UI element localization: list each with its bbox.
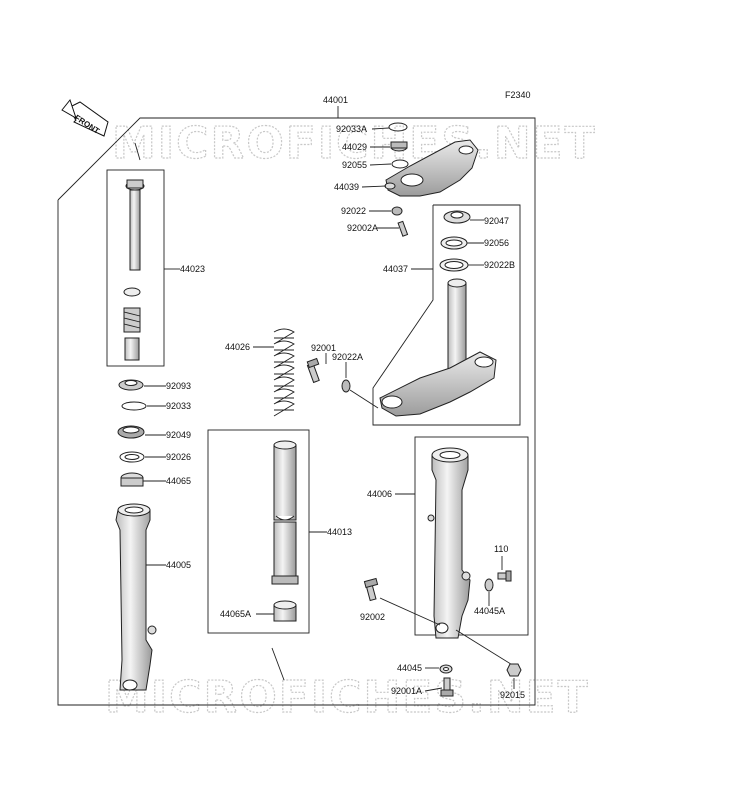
washer-92022B [439,258,469,272]
label-44045A: 44045A [474,606,505,616]
label-44001: 44001 [323,95,348,105]
box-44006 [414,436,529,636]
label-44039: 44039 [334,182,359,192]
washer-44045 [439,664,453,674]
clip-92033 [121,401,147,411]
label-92022: 92022 [341,206,366,216]
outer-tube-44005 [115,503,157,691]
label-44013: 44013 [327,527,352,537]
washer-92022 [391,206,403,216]
washer-92022A [341,379,351,393]
label-44023: 44023 [180,264,205,274]
bolt-92002 [363,577,379,602]
ring-92055 [391,159,409,169]
label-92033: 92033 [166,401,191,411]
label-92001: 92001 [311,343,336,353]
label-110: 110 [494,544,508,554]
stem-box [372,204,521,426]
seal-92056 [440,236,468,250]
washer-92026 [119,451,145,463]
nut-44029 [390,141,408,152]
label-92002: 92002 [360,612,385,622]
label-92022A: 92022A [332,352,363,362]
label-92093: 92093 [166,381,191,391]
box-44013 [207,429,310,634]
upper-bracket [384,139,479,197]
label-44037: 44037 [383,264,408,274]
label-92056: 92056 [484,238,509,248]
bushing-44065 [120,472,144,487]
bolt-92002A [397,220,409,237]
front-arrow-icon: FRONT [61,98,109,137]
stem-44037 [379,278,497,417]
inner-tube-44013 [271,440,299,585]
box-44023 [106,169,165,367]
figure-code: F2340 [505,90,531,100]
label-92047: 92047 [484,216,509,226]
watermark-top: MICROFICHES.NET [112,118,597,169]
bolt-92001 [306,357,320,384]
watermark-bottom: MICROFICHES.NET [105,672,590,723]
seal-92033A [388,122,408,132]
label-92001A: 92001A [391,686,422,696]
label-92026: 92026 [166,452,191,462]
label-92015: 92015 [500,690,525,700]
label-44065A: 44065A [220,609,251,619]
bearing-92047 [443,210,471,224]
label-44026: 44026 [225,342,250,352]
nut-92015 [506,663,522,677]
bolt-110 [497,570,512,582]
outer-tube-44006 [427,447,471,639]
label-44006: 44006 [367,489,392,499]
washer-44045A [484,578,494,592]
label-44045: 44045 [397,663,422,673]
bushing-44065A [273,600,297,622]
bolt-92001A [440,677,454,697]
seal-92049 [117,425,145,439]
cap-92093 [118,379,144,391]
label-92049: 92049 [166,430,191,440]
assembly-outline [57,117,536,706]
label-44029: 44029 [342,142,367,152]
inner-rod-44023 [123,179,145,361]
label-92002A: 92002A [347,223,378,233]
label-92055: 92055 [342,160,367,170]
label-92033A: 92033A [336,124,367,134]
label-44005: 44005 [166,560,191,570]
spring-44026 [273,328,295,417]
label-92022B: 92022B [484,260,515,270]
label-44065: 44065 [166,476,191,486]
